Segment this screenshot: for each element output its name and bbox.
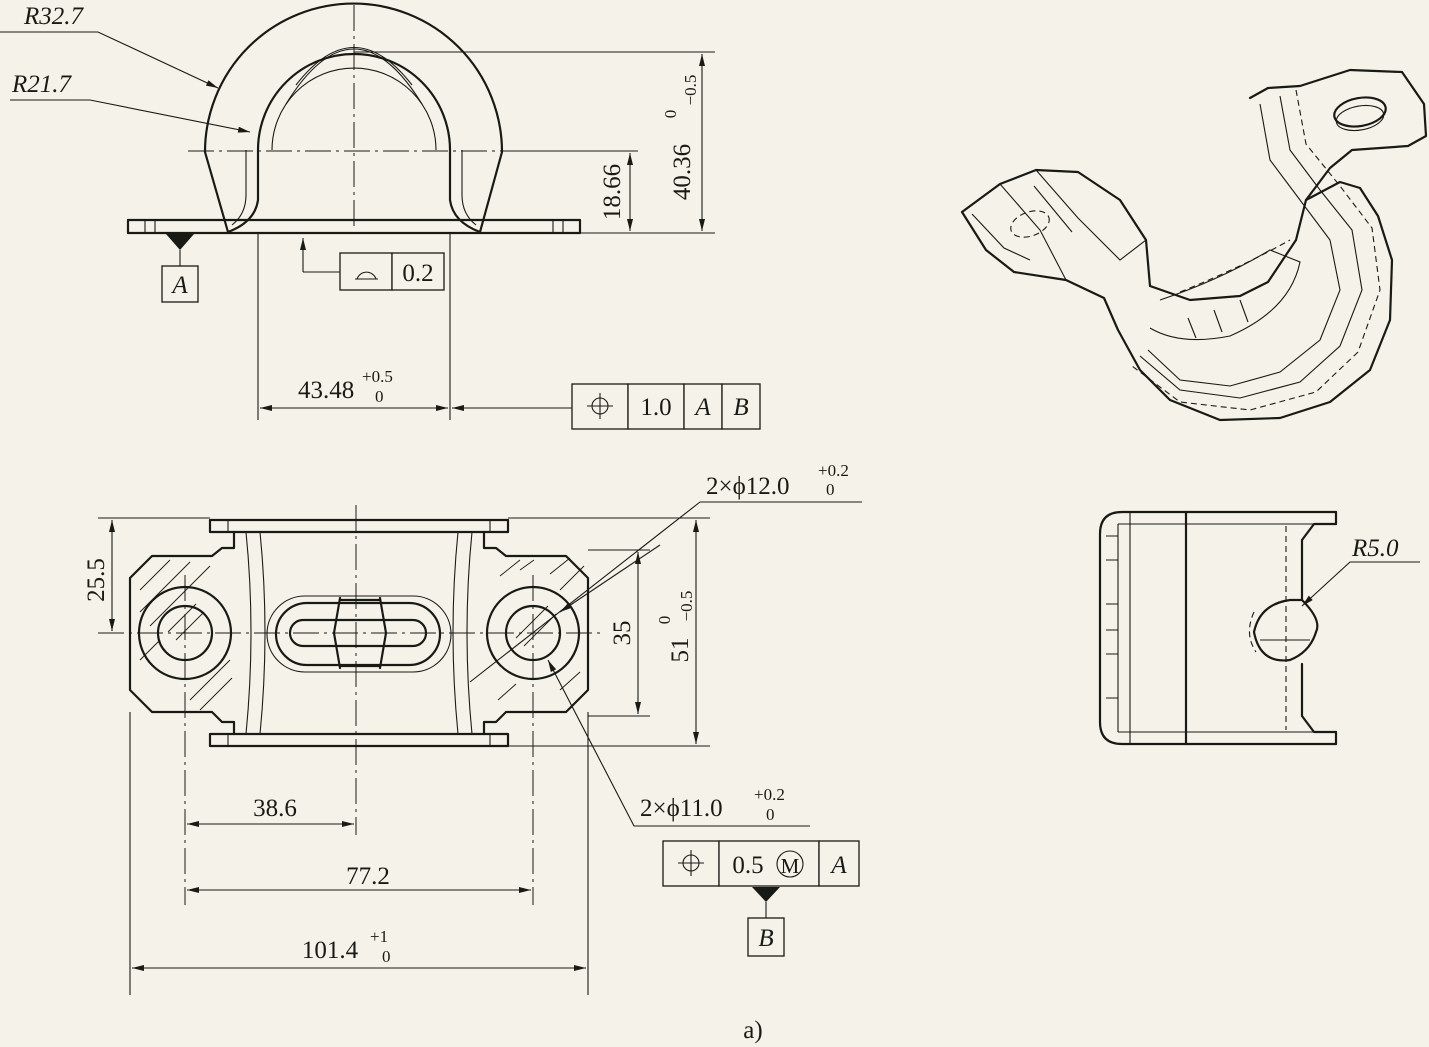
- svg-text:A: A: [829, 852, 847, 879]
- position-symbol-icon: [587, 393, 613, 419]
- top-outline: [128, 530, 590, 736]
- dim-length: 101.4: [302, 937, 359, 964]
- svg-text:0.5: 0.5: [732, 852, 763, 879]
- dim-width-tol-upper: +0.5: [362, 367, 393, 386]
- dim-height-main: 40.36: [669, 144, 696, 200]
- radius-outer-label: R32.7: [23, 3, 85, 30]
- svg-text:0: 0: [766, 805, 775, 824]
- profile-surface-icon: [355, 271, 378, 280]
- hole-large-callout: 2×ϕ12.0: [706, 473, 790, 500]
- mmc-modifier-icon: [776, 850, 804, 878]
- ear-hatching: [139, 557, 585, 711]
- dim-centers: 77.2: [346, 863, 390, 890]
- top-view: 25.5 35 51 0 −0.5 2×ϕ12.0 +0.2 0 2×ϕ11.0…: [83, 461, 862, 995]
- svg-text:+1: +1: [370, 927, 388, 946]
- profile-tolerance-frame: 0.2: [300, 238, 445, 291]
- position-symbol-icon: [678, 850, 704, 876]
- svg-text:+0.2: +0.2: [818, 461, 849, 480]
- hole-small-callout: 2×ϕ11.0: [640, 795, 723, 822]
- side-view: R5.0: [1098, 510, 1420, 746]
- position-tolerance-frame-2: 0.5 M A B: [662, 840, 860, 957]
- dim-width-tol-upper: 0: [655, 616, 674, 625]
- svg-text:0: 0: [826, 480, 835, 499]
- dim-span: 35: [609, 621, 636, 646]
- svg-text:A: A: [693, 394, 711, 421]
- datum-b-label: B: [758, 925, 773, 952]
- dim-width-tol-lower: 0: [375, 387, 384, 406]
- svg-text:0: 0: [382, 947, 391, 966]
- datum-a-symbol: A: [161, 234, 199, 303]
- isometric-view: [960, 68, 1428, 422]
- figure-caption: a): [743, 1017, 762, 1044]
- svg-text:A: A: [170, 272, 188, 299]
- dim-half: 38.6: [253, 795, 297, 822]
- svg-text:B: B: [733, 394, 748, 421]
- svg-text:M: M: [781, 854, 800, 878]
- position-tolerance-frame-1: 1.0 A B: [571, 383, 761, 430]
- side-radius-label: R5.0: [1351, 535, 1399, 562]
- dim-edge: 25.5: [83, 558, 110, 602]
- dim-height-tol-lower: −0.5: [681, 75, 700, 106]
- dim-width: 51: [667, 638, 694, 663]
- radius-inner-label: R21.7: [11, 71, 73, 98]
- dim-width-main: 43.48: [298, 377, 354, 404]
- svg-text:1.0: 1.0: [640, 394, 671, 421]
- svg-text:+0.2: +0.2: [754, 785, 785, 804]
- front-view: 18.66 40.36 0 −0.5 R32.7 R21.7 A 0.2 43.…: [0, 2, 761, 430]
- outer-arch: [203, 2, 504, 234]
- svg-text:0.2: 0.2: [402, 260, 433, 287]
- dim-width-tol-lower: −0.5: [677, 591, 696, 622]
- datum-triangle-icon: [166, 234, 194, 250]
- center-slot: [266, 595, 452, 673]
- datum-triangle-icon: [752, 887, 780, 902]
- dim-height-center: 18.66: [599, 164, 626, 220]
- dim-height-tol-upper: 0: [661, 110, 680, 119]
